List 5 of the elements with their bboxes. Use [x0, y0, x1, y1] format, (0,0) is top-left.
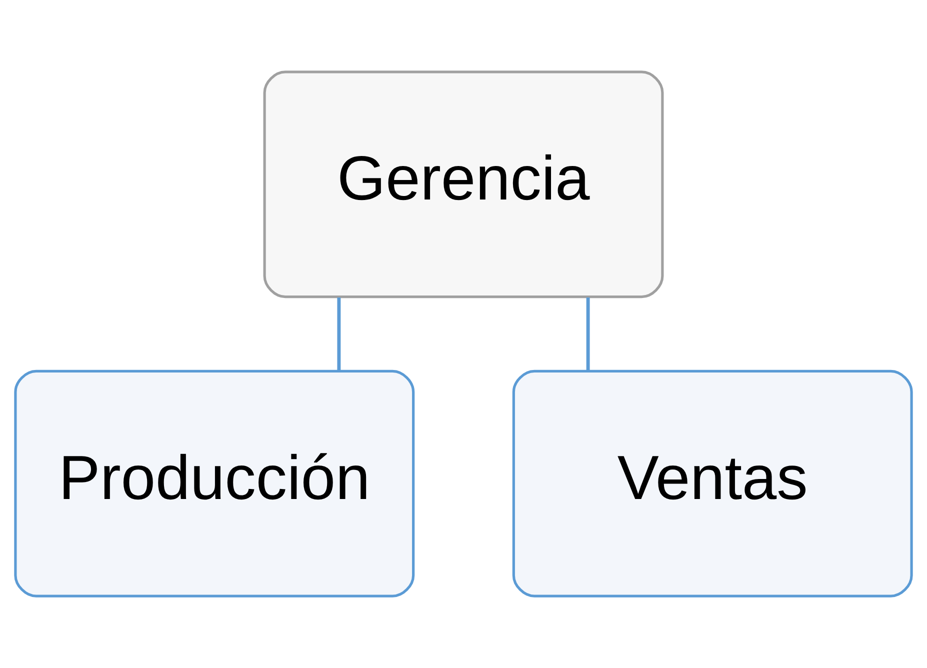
- connector: [337, 298, 341, 371]
- node-box: Producción: [14, 370, 415, 598]
- connector: [586, 298, 590, 371]
- node-box: Ventas: [512, 370, 913, 598]
- node-box: Gerencia: [263, 70, 664, 298]
